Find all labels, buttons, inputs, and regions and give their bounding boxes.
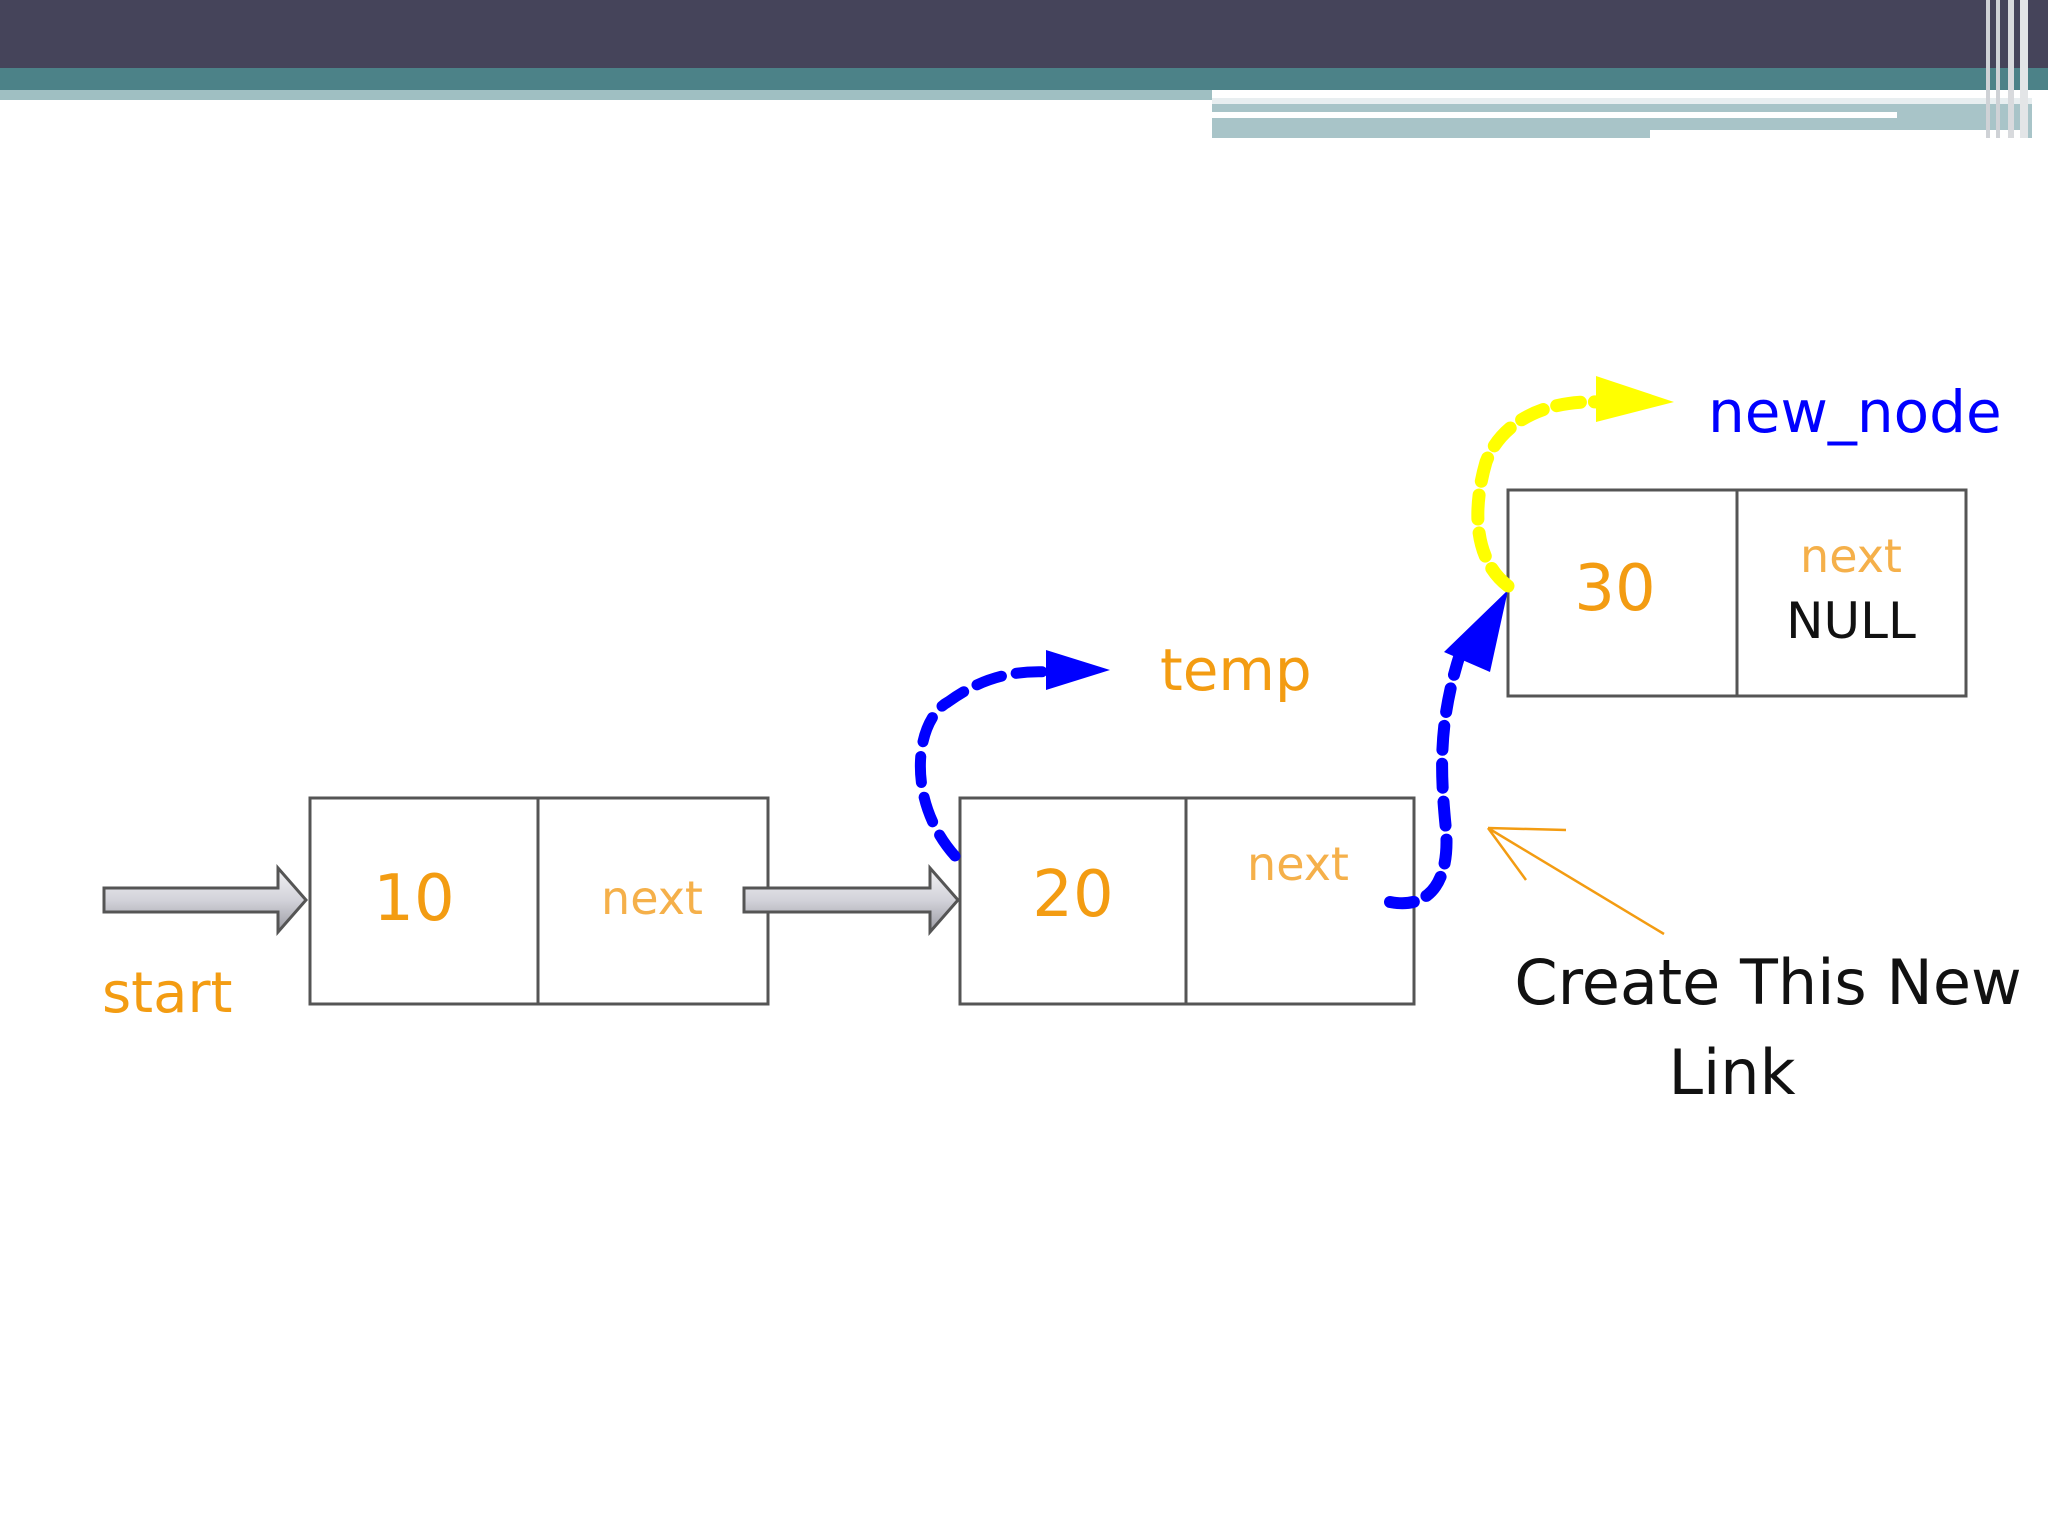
node-3-value: 30 bbox=[1574, 552, 1655, 626]
caption-line-2: Link bbox=[1669, 1036, 1796, 1109]
header-edge-stripe-3 bbox=[2008, 0, 2014, 138]
new-node-label: new_node bbox=[1708, 378, 2002, 446]
header-light-strip-left bbox=[0, 90, 1212, 100]
node-1: 10 next bbox=[308, 796, 770, 1006]
header-inner-gap bbox=[1650, 130, 2020, 140]
header-dark-bar bbox=[0, 0, 2048, 68]
start-label: start bbox=[102, 961, 232, 1026]
node-1-next-label: next bbox=[601, 871, 703, 925]
new-node-arrowhead bbox=[1596, 376, 1674, 422]
node-3-null-label: NULL bbox=[1786, 592, 1916, 650]
header-edge-stripe-1 bbox=[1986, 0, 1990, 138]
new-link-arrow bbox=[1384, 590, 1508, 910]
header-edge-stripe-2 bbox=[1996, 0, 2000, 138]
start-arrow bbox=[102, 864, 308, 936]
node-2-value: 20 bbox=[1032, 858, 1113, 932]
temp-label: temp bbox=[1160, 636, 1312, 704]
slide-header-band bbox=[0, 0, 2048, 140]
header-white-strip bbox=[1212, 98, 2032, 104]
node-2: 20 next bbox=[958, 796, 1416, 1006]
temp-arrowhead bbox=[1046, 650, 1110, 690]
caption-line-1: Create This New bbox=[1514, 946, 2021, 1019]
temp-pointer-arrow bbox=[914, 650, 1110, 862]
new-node-pointer-arrow bbox=[1471, 376, 1674, 593]
new-link-arrowhead bbox=[1444, 590, 1508, 672]
header-teal-bar bbox=[0, 68, 2048, 90]
node-3-next-label: next bbox=[1800, 529, 1902, 583]
node-2-next-label: next bbox=[1247, 837, 1349, 891]
node-1-value: 10 bbox=[373, 862, 454, 936]
header-inner-line bbox=[1212, 112, 1897, 118]
node-3: 30 next NULL bbox=[1506, 488, 1968, 698]
node-1-to-node-2-arrow bbox=[742, 864, 960, 936]
header-edge-stripe-4 bbox=[2020, 0, 2028, 138]
caption-pointer-arrow bbox=[1486, 826, 1665, 936]
